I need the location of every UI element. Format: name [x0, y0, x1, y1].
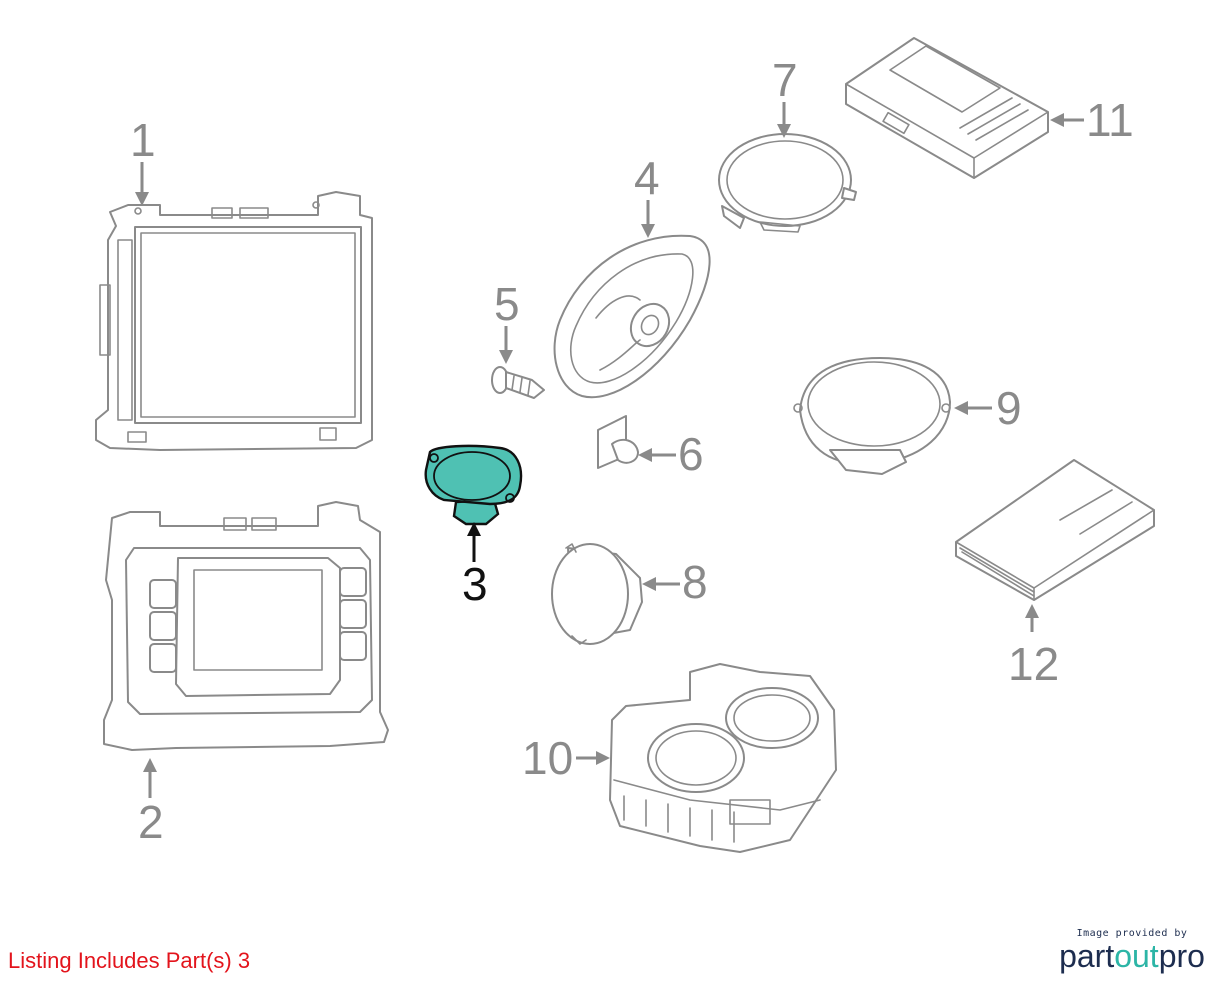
part-1-display-unit[interactable] [95, 191, 373, 451]
callout-number-11: 11 [1086, 94, 1134, 146]
logo-brand-pro: pro [1158, 938, 1205, 974]
part-7-round-speaker[interactable] [718, 133, 857, 233]
part-8-speaker-cap[interactable] [551, 543, 643, 645]
callout-arrow-12 [1025, 604, 1039, 632]
part-3-tweeter-highlighted[interactable] [424, 444, 523, 526]
callout-arrow-1 [135, 162, 149, 206]
callout-arrow-11 [1050, 113, 1084, 127]
listing-includes-note: Listing Includes Part(s) 3 [8, 948, 251, 973]
logo-brand-out: out [1114, 938, 1159, 974]
callout-number-6: 6 [678, 428, 704, 480]
callout-arrow-8 [642, 577, 680, 591]
callout-number-8: 8 [682, 556, 708, 608]
callout-arrow-5 [499, 326, 513, 364]
callout-number-7: 7 [772, 54, 798, 106]
callout-number-12: 12 [1008, 638, 1059, 690]
callout-number-3: 3 [462, 558, 488, 610]
callout-arrow-9 [954, 401, 992, 415]
callout-number-9: 9 [996, 382, 1022, 434]
callout-arrow-4 [641, 200, 655, 238]
part-5-screw[interactable] [491, 366, 545, 399]
part-11-amplifier-module[interactable] [845, 37, 1049, 179]
logo-provided-by-text: Image provided by [1076, 928, 1188, 939]
part-9-woofer[interactable] [793, 357, 951, 475]
part-2-control-panel[interactable] [103, 501, 389, 751]
callout-arrow-7 [777, 102, 791, 138]
callout-number-4: 4 [634, 152, 660, 204]
callout-arrow-6 [638, 448, 676, 462]
part-10-console-housing[interactable] [609, 663, 837, 853]
callout-arrow-2 [143, 758, 157, 798]
part-12-module-box[interactable] [955, 459, 1155, 601]
logo-brand-part: part [1059, 938, 1115, 974]
logo-brand-wordmark: partoutpro [1052, 939, 1212, 973]
callout-arrow-10 [576, 751, 610, 765]
callout-number-10: 10 [522, 732, 573, 784]
partoutpro-logo: Image provided by partoutpro [1052, 928, 1212, 973]
part-6-clip[interactable] [597, 415, 639, 469]
callout-arrow-3 [467, 522, 481, 562]
callout-number-2: 2 [138, 796, 164, 848]
callout-number-1: 1 [130, 114, 156, 166]
part-4-oval-speaker[interactable] [553, 234, 711, 399]
callout-number-5: 5 [494, 278, 520, 330]
